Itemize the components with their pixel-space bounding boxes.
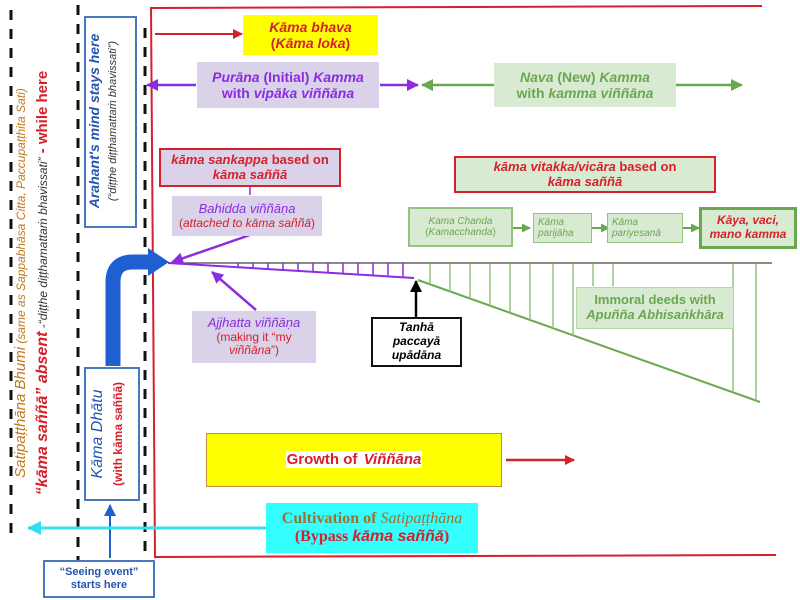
bahidda-arrow [171,233,251,265]
nava-with: with [516,85,549,101]
chain-kama-chanda: Kama Chanda (Kamacchanda) [408,207,513,247]
purple-wedge-line [167,262,415,279]
sankappa-based-on: based on [268,151,329,167]
kama-bhava-title: Kāma bhava [269,18,352,35]
bypass-close: ) [443,528,450,545]
kama-loka-frame [149,5,777,559]
paren-open: ( [270,35,276,51]
cultivation-label: Cultivation of [281,509,381,527]
kama-dhatu-box [84,367,140,501]
chain-0-line2: Kamacchanda [428,227,493,238]
ajjhatta-close: ”) [271,343,280,358]
bahidda-subtitle: attached to kāma saññā [182,215,312,230]
green-wedge-line [417,279,761,403]
purana-label: Purāna [212,68,260,85]
seeing-event-line2: starts here [70,579,128,591]
growth-vinnana: Viññāna [362,451,423,469]
kama-loka-label: Kāma loka [275,35,346,51]
purana-kamma: Kamma [313,68,364,85]
arahant-text: Arahant's mind stays here (“diṭṭhe diṭṭh… [85,21,135,221]
nava-kamma: Kamma [599,68,650,85]
chain-kama-parijaha: Kāma parijāha [533,213,592,243]
nava-kamma-box: Nava (New) Kamma with kamma viññāna [494,63,676,107]
chain-3-line2: mano kamma [709,227,787,241]
chain-3-line1: Kāya, vaci, [716,213,780,228]
immoral-deeds-box: Immoral deeds with Apuñña Abhisaṅkhāra [576,287,734,329]
kama-dhatu-text: Kāma Dhātu (with kāma saññā) [88,370,136,498]
kamma-vinnana: kamma viññāna [548,85,654,101]
purana-kamma-box: Purāna (Initial) Kamma with vipāka viññā… [197,62,379,108]
green-hatching [429,264,757,401]
kama-dhatu-flow-arrowhead [148,248,169,276]
bhumi-pali-quote: -“diṭṭhe diṭṭhamattaṁ bhavissati” [36,157,50,332]
paren-close: ) [492,227,496,238]
cultivation-satipatthana-box: Cultivation of Satipaṭṭhāna (Bypass kāma… [266,503,478,553]
satipatthana-bhumi-label: Satipaṭṭhāna Bhumi (same as Sappabhāsa C… [10,23,60,543]
sankappa-sanna: kāma saññā [212,166,288,182]
vitakka-based-on: based on [615,158,677,174]
paren-open: ( [425,227,429,238]
kama-sankappa-box: kāma sankappa based on kāma saññā [159,148,341,187]
purple-hatching [237,263,404,278]
paren-close: ) [345,35,351,51]
tanha-paccaya-upadana-box: Tanhā paccayā upādāna [371,317,462,367]
seeing-event-box: “Seeing event” starts here [43,560,155,598]
kama-dhatu-title: Kāma Dhātu [89,389,106,479]
arahant-subtitle: (“diṭṭhe diṭṭhamattaṁ bhavissati”) [107,40,119,202]
ajjhatta-vinnana-box: Ajjhatta viññāṇa (making it “my viññāna”… [192,311,316,363]
immoral-line2: Apuñña Abhisaṅkhāra [586,307,724,322]
seeing-event-line1: “Seeing event” [59,566,139,579]
chain-1-line2: parijāha [538,228,574,239]
chain-2-line2: pariyesanā [612,228,661,239]
purana-with: with [221,85,254,101]
bahidda-vinnana-box: Bahidda viññāṇa (attached to kāma saññā) [172,196,322,236]
bahidda-title: Bahidda viññāṇa [198,200,296,216]
tanha-line2: paccayā [392,334,441,349]
kama-dhatu-flow-arrow [105,254,150,366]
chain-kama-pariyesana: Kāma pariyesanā [607,213,683,243]
kama-dhatu-subtitle: (with kāma saññā) [111,381,125,487]
ajjhatta-arrow [211,271,257,311]
ajjhatta-title: Ajjhatta viññāṇa [207,314,301,330]
tanha-line3: upādāna [391,347,442,362]
paren-close: ) [311,215,316,230]
bhumi-title: Satipaṭṭhāna Bhumi [12,346,29,478]
vitakka-sanna: kāma saññā [547,173,623,189]
chain-1-line1: Kāma [538,216,565,228]
vipaka-vinnana: vipāka viññāna [253,85,355,101]
nava-label: Nava [520,68,554,85]
bhumi-quote: “kāma saññā” absent [34,331,51,496]
vitakka-label: kāma vitakka/vicāra [493,158,616,174]
immoral-line1: Immoral deeds with [594,292,716,308]
arahant-title: Arahant's mind stays here [86,33,102,209]
growth-of-vinnana-box: Growth of Viññāna [206,433,502,487]
tanha-line1: Tanhā [399,320,434,335]
bhumi-while-here: - while here [34,70,51,158]
bhumi-title-suffix: (same as Sappabhāsa Citta, Paccupaṭṭhita… [14,88,28,347]
cultivation-satipatthana: Satipaṭṭhāna [380,509,463,527]
kama-vitakka-box: kāma vitakka/vicāra based on kāma saññā [454,156,716,193]
purana-initial: (Initial) [259,68,314,85]
arahant-box [84,16,137,228]
kama-bhava-box: Kāma bhava (Kāma loka) [243,15,378,55]
paren-open: ( [178,215,183,230]
chain-2-line1: Kāma [612,216,639,228]
nava-new: (New) [553,68,600,85]
sankappa-label: kāma sankappa [171,151,269,167]
growth-label: Growth of [285,451,363,469]
bypass-kama-sanna: kāma saññā [352,528,444,545]
chain-0-line1: Kama Chanda [428,215,493,227]
ajjhatta-vinnana: viññāna [228,343,272,358]
chain-kaya-vaci-mano-kamma: Kāya, vaci, mano kamma [699,207,797,249]
ajjhatta-line2: (making it “my [216,329,292,344]
bypass-label: (Bypass [294,528,353,545]
